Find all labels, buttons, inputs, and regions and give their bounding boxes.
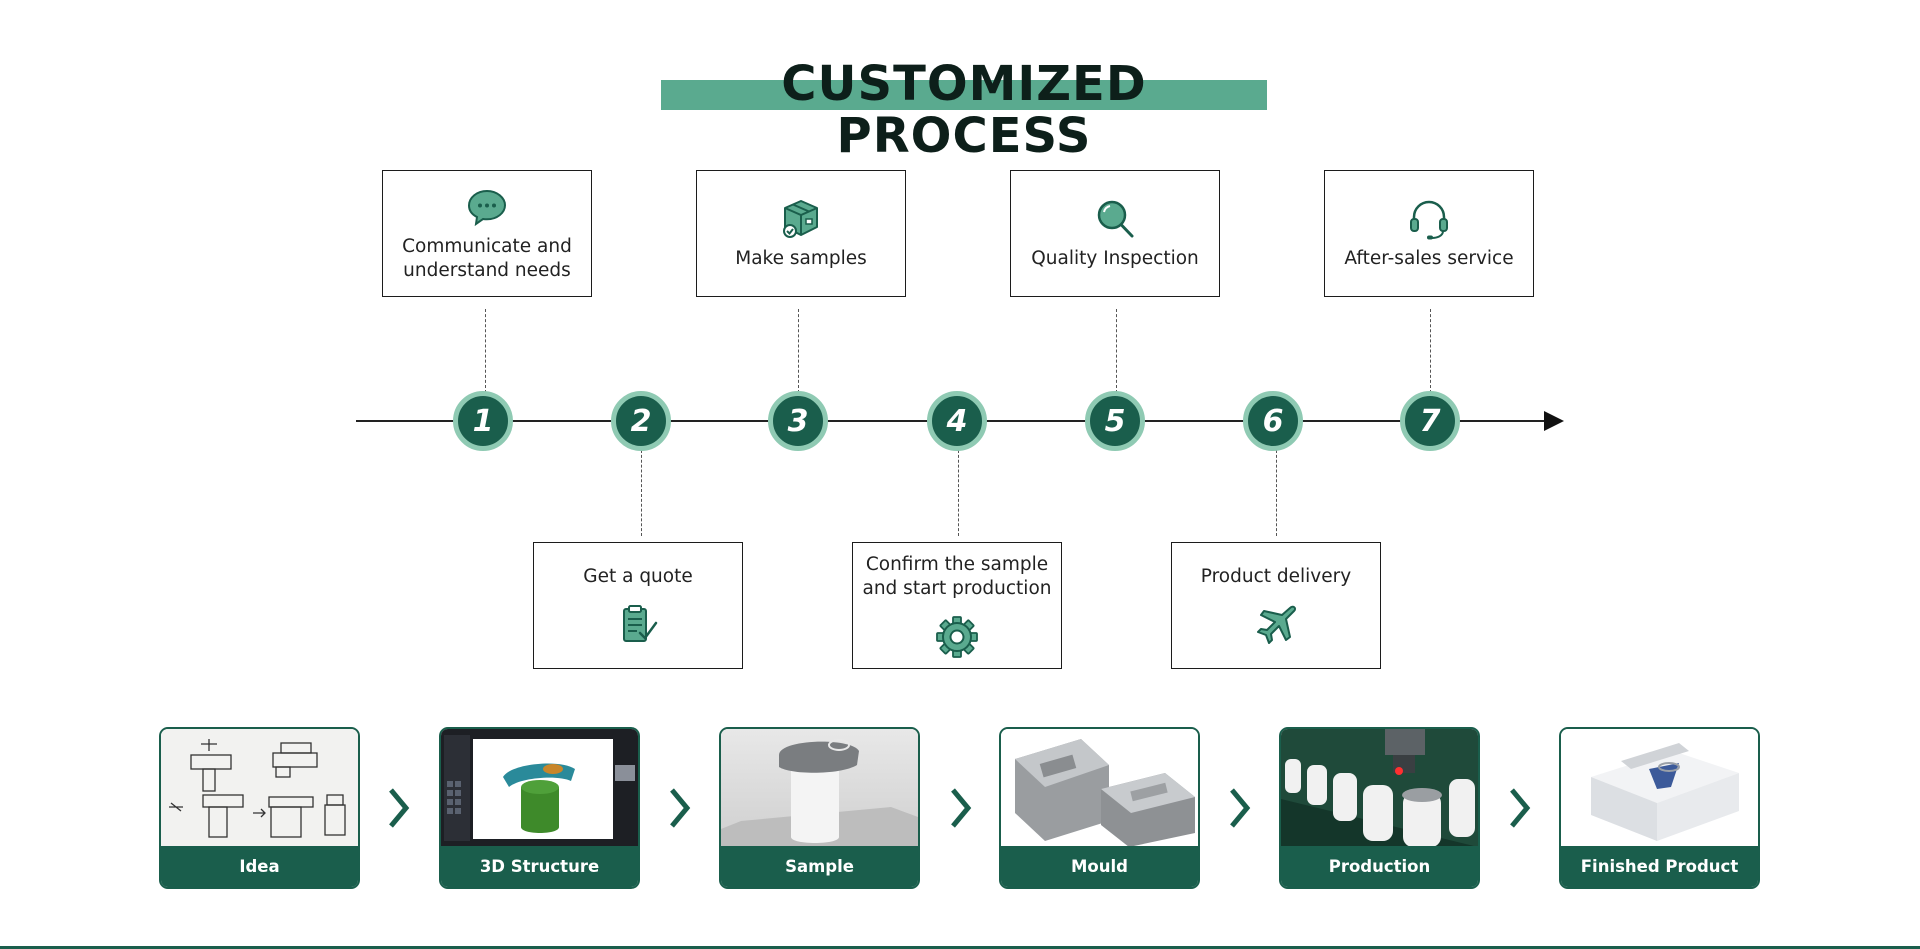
page-title: CUSTOMIZED PROCESS xyxy=(781,56,1147,164)
step-box-7: After-sales service xyxy=(1324,170,1534,297)
connector-2 xyxy=(641,450,642,536)
step-node-4: 4 xyxy=(927,391,987,451)
step-box-5: Quality Inspection xyxy=(1010,170,1220,297)
stage-label-production: Production xyxy=(1281,846,1478,887)
stage-label-3d-structure: 3D Structure xyxy=(441,846,638,887)
step-node-2: 2 xyxy=(611,391,671,451)
clipboard-check-icon xyxy=(623,604,658,642)
stage-label-sample: Sample xyxy=(721,846,918,887)
step-box-6: Product delivery xyxy=(1171,542,1381,669)
chevron-right-icon xyxy=(670,788,691,828)
stage-card-mould: Mould xyxy=(999,727,1200,889)
step-box-3: Make samples xyxy=(696,170,906,297)
connector-3 xyxy=(798,309,799,393)
gear-icon xyxy=(936,615,978,658)
stage-card-3d-structure: 3D Structure xyxy=(439,727,640,889)
step-box-2: Get a quote xyxy=(533,542,743,669)
chevron-right-icon xyxy=(1230,788,1251,828)
connector-7 xyxy=(1430,309,1431,393)
hand-sketch-image xyxy=(161,729,358,847)
step-node-5: 5 xyxy=(1085,391,1145,451)
magnifier-icon xyxy=(1097,200,1134,237)
connector-5 xyxy=(1116,309,1117,393)
production-line-image xyxy=(1281,729,1478,847)
airplane-icon xyxy=(1257,605,1297,644)
cad-model-image xyxy=(441,729,638,847)
chevron-right-icon xyxy=(1510,788,1531,828)
stage-label-mould: Mould xyxy=(1001,846,1198,887)
stage-card-sample: Sample xyxy=(719,727,920,889)
product-sample-image xyxy=(721,729,918,847)
chevron-right-icon xyxy=(389,788,410,828)
title-highlight-bar xyxy=(661,80,1267,110)
step-label-6: Product delivery xyxy=(1200,565,1352,587)
stage-card-production: Production xyxy=(1279,727,1480,889)
stage-card-idea: Idea xyxy=(159,727,360,889)
step-label-5: Quality Inspection xyxy=(1031,247,1199,269)
stage-card-finished-product: Finished Product xyxy=(1559,727,1760,889)
packaged-product-image xyxy=(1561,729,1758,847)
stage-label-finished-product: Finished Product xyxy=(1561,846,1758,887)
stage-label-idea: Idea xyxy=(161,846,358,887)
headset-icon xyxy=(1410,200,1448,239)
connector-4 xyxy=(958,450,959,536)
step-node-3: 3 xyxy=(768,391,828,451)
injection-mould-image xyxy=(1001,729,1198,847)
chat-bubble-icon xyxy=(467,189,507,226)
step-label-7: After-sales service xyxy=(1344,247,1514,269)
bottom-divider xyxy=(0,946,1920,949)
page-title-block: CUSTOMIZED PROCESS xyxy=(661,58,1267,162)
step-box-1: Communicate and understand needs xyxy=(382,170,592,297)
step-box-4: Confirm the sample and start production xyxy=(852,542,1062,669)
timeline-arrow-icon xyxy=(1544,411,1564,431)
step-node-1: 1 xyxy=(453,391,513,451)
step-node-7: 7 xyxy=(1400,391,1460,451)
connector-1 xyxy=(485,309,486,393)
step-node-6: 6 xyxy=(1243,391,1303,451)
step-label-1: Communicate and understand needs xyxy=(402,235,572,281)
step-label-2: Get a quote xyxy=(583,565,693,587)
package-box-icon xyxy=(783,199,818,238)
chevron-right-icon xyxy=(951,788,972,828)
step-label-4: Confirm the sample and start production xyxy=(862,553,1052,599)
step-label-3: Make samples xyxy=(735,247,867,269)
connector-6 xyxy=(1276,450,1277,536)
